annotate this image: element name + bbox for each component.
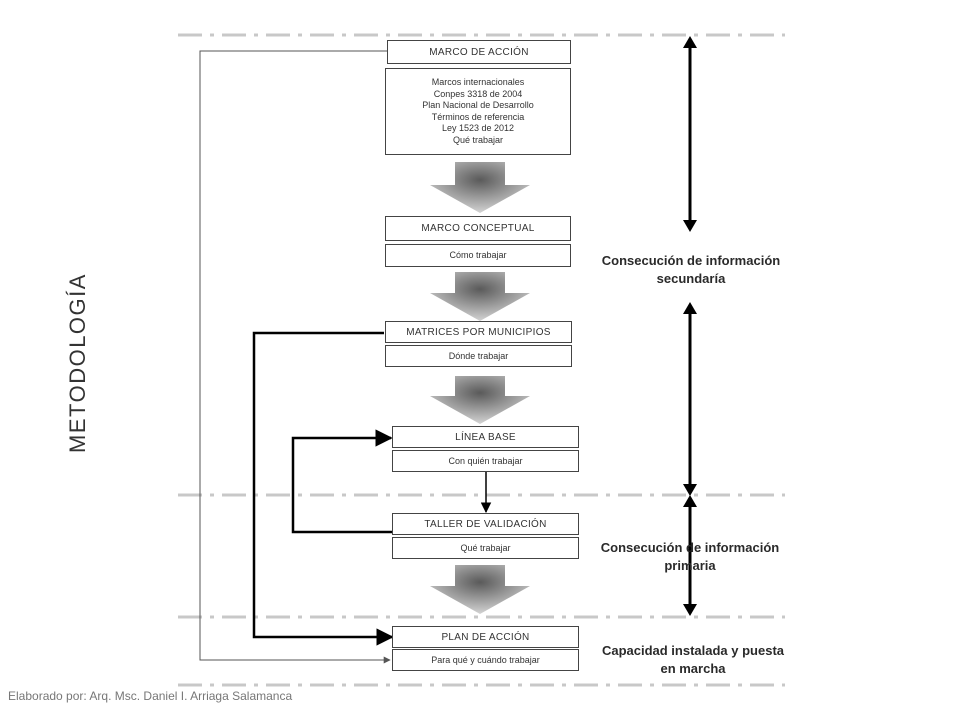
footer-credit: Elaborado por: Arq. Msc. Daniel I. Arria… (8, 689, 293, 703)
connector-inner (291, 429, 393, 534)
marco-accion-box: MARCO DE ACCIÓN (387, 40, 571, 64)
taller-box: TALLER DE VALIDACIÓN (392, 513, 579, 535)
linea-base-sub: Con quién trabajar (392, 450, 579, 472)
marco-conceptual-sub: Cómo trabajar (385, 244, 571, 267)
matrices-sub: Dónde trabajar (385, 345, 572, 367)
marco-accion-item: Términos de referencia (431, 111, 525, 122)
phase-label-secundaria: Consecución de información secundaría (601, 253, 781, 286)
marco-accion-item: Qué trabajar (452, 134, 504, 145)
phase-label-capacidad: Capacidad instalada y puesta en marcha (601, 643, 785, 676)
plan-box: PLAN DE ACCIÓN (392, 626, 579, 648)
matrices-box: MATRICES POR MUNICIPIOS (385, 321, 572, 343)
plan-sub: Para qué y cuándo trabajar (392, 649, 579, 671)
marco-accion-list: Marcos internacionales Conpes 3318 de 20… (385, 68, 571, 155)
marco-accion-item: Marcos internacionales (431, 77, 525, 87)
taller-sub: Qué trabajar (392, 537, 579, 559)
down-arrow-1 (430, 162, 530, 213)
flow-arrows (430, 162, 530, 614)
phase-arrows (683, 36, 697, 616)
down-arrow-3 (430, 376, 530, 424)
marco-accion-item: Ley 1523 de 2012 (441, 123, 515, 133)
down-arrow-4 (430, 565, 530, 614)
marco-accion-item: Plan Nacional de Desarrollo (422, 100, 534, 110)
down-arrow-2 (430, 272, 530, 321)
vertical-title: METODOLOGÍA (65, 273, 90, 453)
marco-accion-item: Conpes 3318 de 2004 (433, 88, 523, 99)
separator-lines (178, 33, 785, 687)
linea-base-box: LÍNEA BASE (392, 426, 579, 448)
marco-conceptual-box: MARCO CONCEPTUAL (385, 216, 571, 241)
phase-label-primaria: Consecución de información primaria (600, 540, 780, 573)
connector-outer (199, 50, 391, 664)
connector-middle (252, 331, 394, 646)
